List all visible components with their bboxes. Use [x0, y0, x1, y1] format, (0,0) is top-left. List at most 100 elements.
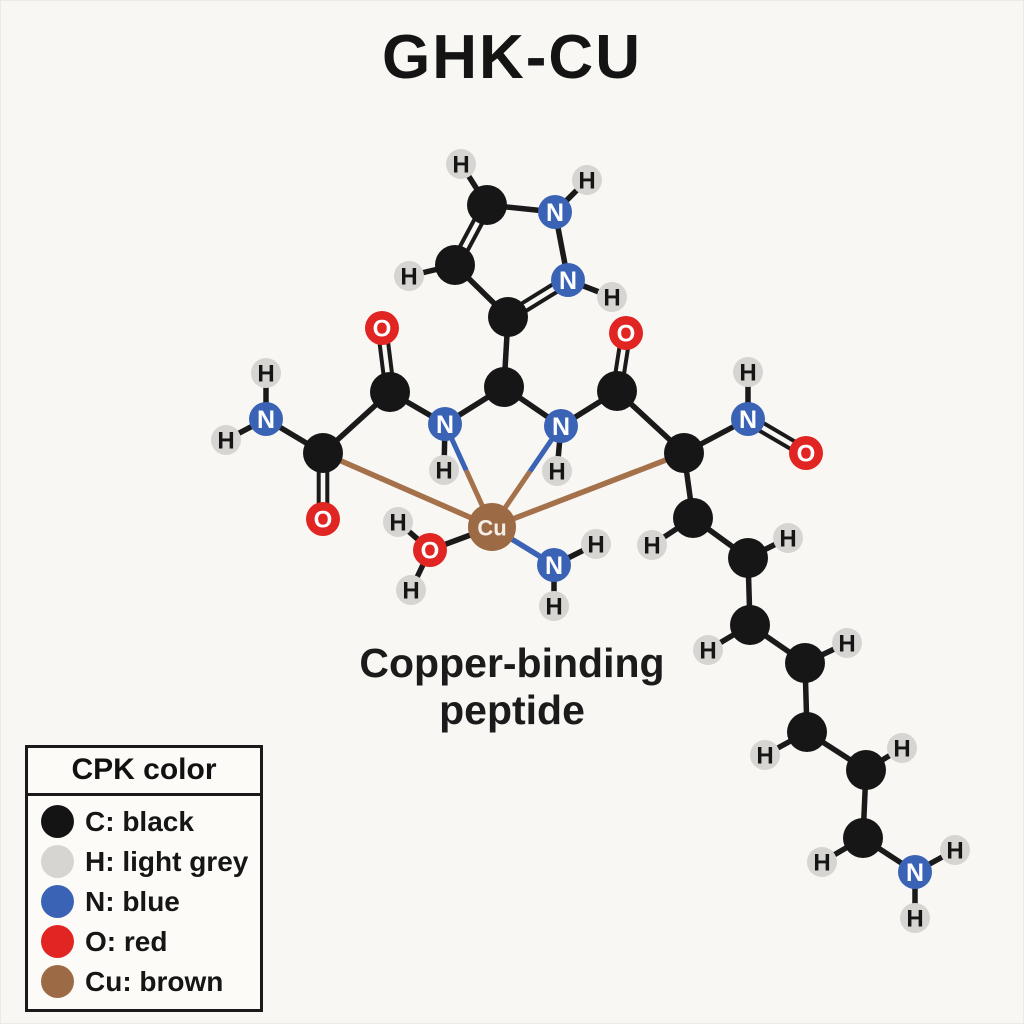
atom-h: [581, 529, 611, 559]
atom-label-h: H: [578, 168, 595, 195]
atom-h: [773, 523, 803, 553]
atom-h: [446, 149, 476, 179]
atom-c: [303, 433, 343, 473]
legend-row-hydrogen: H: light grey: [41, 845, 260, 878]
atom-n: [731, 402, 765, 436]
atom-c: [664, 433, 704, 473]
atom-c: [730, 605, 770, 645]
atom-label-n: N: [257, 406, 275, 434]
atom-label-cu: Cu: [477, 516, 506, 541]
atom-label-h: H: [452, 152, 469, 179]
atom-label-o: O: [421, 538, 440, 565]
atom-label-h: H: [813, 850, 830, 877]
atom-n: [551, 263, 585, 297]
atom-label-n: N: [552, 413, 570, 441]
caption-line-2: peptide: [439, 687, 585, 733]
atom-c: [488, 297, 528, 337]
hydrogen-swatch-icon: [41, 845, 74, 878]
atom-h: [539, 591, 569, 621]
atom-c: [467, 185, 507, 225]
atom-label-h: H: [402, 578, 419, 605]
atom-label-h: H: [545, 594, 562, 621]
atom-n: [537, 548, 571, 582]
atom-label-h: H: [739, 360, 756, 387]
atom-h: [572, 165, 602, 195]
atom-n: [428, 407, 462, 441]
bond-single: [491, 450, 685, 530]
atom-label-o: O: [797, 441, 816, 468]
atom-label-h: H: [643, 533, 660, 560]
atom-h: [542, 456, 572, 486]
cpk-legend-box: CPK color C: black H: light grey N: blue…: [25, 745, 263, 1012]
atom-label-h: H: [906, 906, 923, 933]
atom-label-o: O: [373, 316, 392, 343]
atom-h: [940, 835, 970, 865]
legend-label: O: red: [85, 925, 168, 957]
atom-h: [637, 530, 667, 560]
atom-n: [249, 402, 283, 436]
atom-label-n: N: [739, 406, 757, 434]
atom-h: [750, 740, 780, 770]
atom-c: [728, 538, 768, 578]
atom-label-h: H: [603, 285, 620, 312]
legend-row-oxygen: O: red: [41, 925, 260, 958]
atom-o: [306, 502, 340, 536]
atom-label-h: H: [699, 638, 716, 665]
atom-h: [807, 847, 837, 877]
atom-label-h: H: [893, 736, 910, 763]
atom-label-o: O: [314, 507, 333, 534]
bond-single: [321, 450, 494, 530]
atom-c: [843, 818, 883, 858]
atom-label-h: H: [400, 264, 417, 291]
atom-o: [413, 533, 447, 567]
atom-o: [365, 311, 399, 345]
nitrogen-swatch-icon: [41, 885, 74, 918]
atom-o: [789, 436, 823, 470]
legend-header: CPK color: [28, 748, 260, 796]
legend-label: C: black: [85, 805, 194, 837]
atom-label-h: H: [779, 526, 796, 553]
atom-label-h: H: [548, 459, 565, 486]
atom-h: [211, 425, 241, 455]
atom-label-h: H: [389, 510, 406, 537]
atom-c: [597, 371, 637, 411]
atom-label-n: N: [906, 859, 924, 887]
legend-items: C: black H: light grey N: blue O: red Cu…: [28, 796, 260, 1009]
atom-h: [396, 575, 426, 605]
atom-c: [370, 372, 410, 412]
atom-label-n: N: [436, 411, 454, 439]
atom-c: [846, 750, 886, 790]
atom-n: [898, 855, 932, 889]
atom-label-n: N: [559, 267, 577, 295]
molecule-caption: Copper-binding peptide: [0, 640, 1024, 734]
atom-c: [787, 712, 827, 752]
atom-c: [673, 498, 713, 538]
atom-label-h: H: [217, 428, 234, 455]
atom-n: [544, 409, 578, 443]
carbon-swatch-icon: [41, 805, 74, 838]
atom-h: [900, 903, 930, 933]
atom-label-n: N: [545, 552, 563, 580]
atom-label-n: N: [546, 199, 564, 227]
atom-label-h: H: [756, 743, 773, 770]
legend-label: H: light grey: [85, 845, 249, 877]
atom-n: [538, 195, 572, 229]
page-title: GHK-CU: [382, 23, 642, 92]
atom-h: [597, 282, 627, 312]
legend-row-copper: Cu: brown: [41, 965, 260, 998]
legend-row-nitrogen: N: blue: [41, 885, 260, 918]
copper-swatch-icon: [41, 965, 74, 998]
atom-c: [484, 367, 524, 407]
atom-h: [693, 635, 723, 665]
atom-label-h: H: [257, 361, 274, 388]
atom-o: [609, 316, 643, 350]
caption-line-1: Copper-binding: [359, 640, 665, 686]
atom-label-h: H: [838, 631, 855, 658]
atom-h: [383, 507, 413, 537]
atom-h: [832, 628, 862, 658]
atom-c: [435, 245, 475, 285]
atom-label-h: H: [587, 532, 604, 559]
oxygen-swatch-icon: [41, 925, 74, 958]
